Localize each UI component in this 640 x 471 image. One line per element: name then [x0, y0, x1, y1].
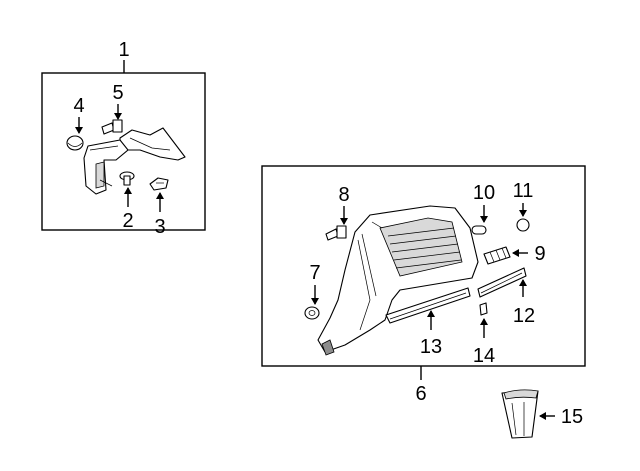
sill-strip-part-13: [385, 287, 471, 324]
bin-part-15: [501, 389, 539, 439]
callout-7: 7: [309, 262, 320, 284]
callout-12: 12: [513, 305, 535, 327]
callout-15: 15: [561, 406, 583, 428]
group-6-frame: [261, 165, 586, 367]
pin-part-2: [119, 171, 135, 186]
callout-2: 2: [122, 210, 133, 232]
quarter-trim-panel-illustration: [317, 205, 479, 356]
callout-9: 9: [534, 243, 545, 265]
callout-1: 1: [118, 39, 129, 61]
clip-part-4: [66, 135, 84, 151]
upper-trim-panel-illustration: [83, 127, 186, 195]
callout-6: 6: [415, 383, 426, 405]
cap-part-11: [516, 218, 530, 232]
sill-strip-part-12: [477, 267, 527, 298]
fastener-part-8: [325, 225, 347, 241]
pin-part-10: [471, 225, 487, 235]
callout-10: 10: [473, 182, 495, 204]
clip-part-7: [304, 306, 320, 320]
connector-part-9: [483, 246, 511, 265]
group-6-box: [261, 165, 586, 380]
callout-11: 11: [513, 180, 534, 202]
fastener-part-5: [101, 119, 123, 135]
clip-part-14: [479, 302, 488, 316]
callout-8: 8: [338, 184, 349, 206]
callout-5: 5: [112, 82, 123, 104]
group-1-box: [41, 60, 206, 231]
callout-13: 13: [420, 336, 442, 358]
hook-part-3: [149, 177, 169, 191]
callout-14: 14: [473, 345, 495, 367]
callout-4: 4: [73, 95, 84, 117]
callout-3: 3: [154, 216, 165, 238]
